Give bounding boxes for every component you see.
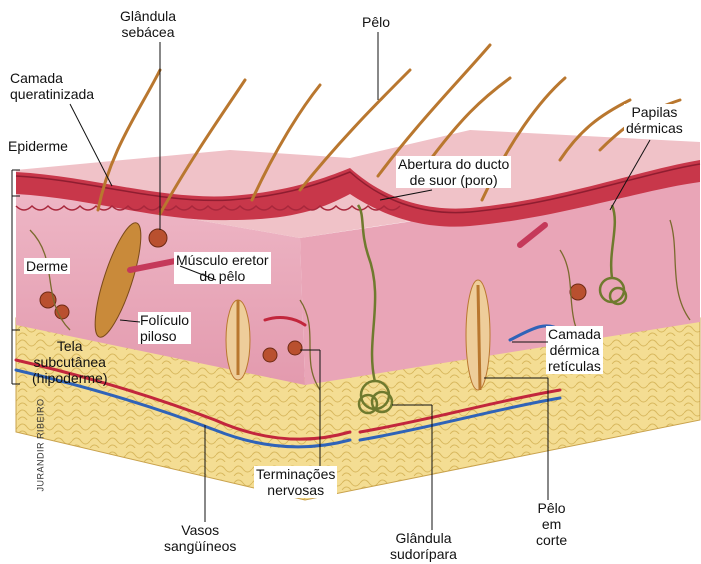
label-musculo-eretor: Músculo eretor do pêlo bbox=[174, 252, 271, 284]
label-epiderme: Epiderme bbox=[6, 138, 70, 154]
label-camada-queratinizada: Camada queratinizada bbox=[8, 70, 96, 102]
label-derme: Derme bbox=[24, 258, 70, 274]
credit-text: JURANDIR RIBEIRO bbox=[36, 398, 46, 491]
label-tela-subcutanea: Tela subcutânea (hipoderme) bbox=[30, 338, 109, 386]
label-foliculo-piloso: Folículo piloso bbox=[138, 312, 191, 344]
label-glandula-sudoripara: Glândula sudorípara bbox=[388, 530, 459, 562]
label-glandula-sebacea: Glândula sebácea bbox=[118, 8, 178, 40]
label-papilas-dermicas: Papilas dérmicas bbox=[624, 104, 685, 136]
label-terminacoes: Terminações nervosas bbox=[254, 466, 337, 498]
label-vasos: Vasos sangüíneos bbox=[162, 522, 238, 554]
label-abertura-ducto: Abertura do ducto de suor (poro) bbox=[396, 156, 511, 188]
label-camada-dermica: Camada dérmica retículas bbox=[546, 326, 603, 374]
label-pelo-corte: Pêlo em corte bbox=[534, 500, 569, 548]
label-pelo: Pêlo bbox=[360, 14, 392, 30]
sebaceous-gland bbox=[149, 229, 167, 247]
